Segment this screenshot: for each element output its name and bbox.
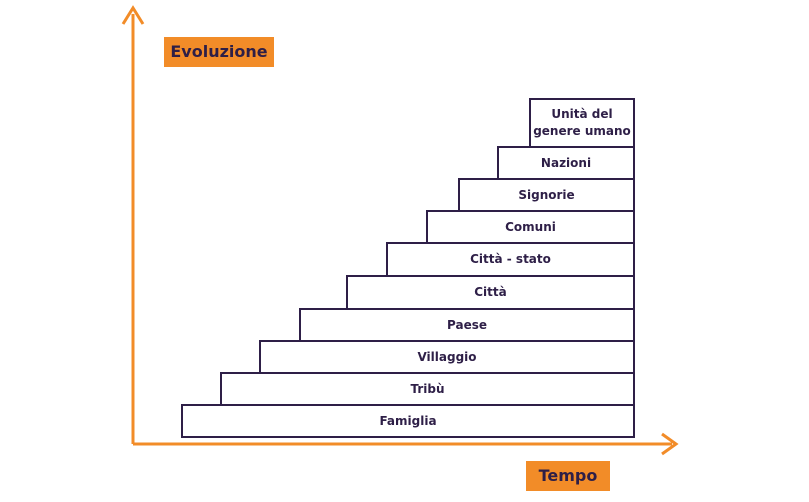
step-tribu: Tribù xyxy=(220,372,635,406)
step-citta-stato: Città - stato xyxy=(386,242,635,277)
step-signorie: Signorie xyxy=(458,178,635,212)
x-axis-arrowhead xyxy=(661,432,679,456)
step-nazioni: Nazioni xyxy=(497,146,635,180)
y-axis-arrowhead xyxy=(121,5,145,25)
step-villaggio: Villaggio xyxy=(259,340,635,374)
step-comuni: Comuni xyxy=(426,210,635,244)
y-axis-label: Evoluzione xyxy=(164,37,274,67)
step-famiglia: Famiglia xyxy=(181,404,635,438)
x-axis-label: Tempo xyxy=(526,461,610,491)
step-citta: Città xyxy=(346,275,635,310)
step-paese: Paese xyxy=(299,308,635,342)
step-unita-genere-umano: Unità del genere umano xyxy=(529,98,635,148)
